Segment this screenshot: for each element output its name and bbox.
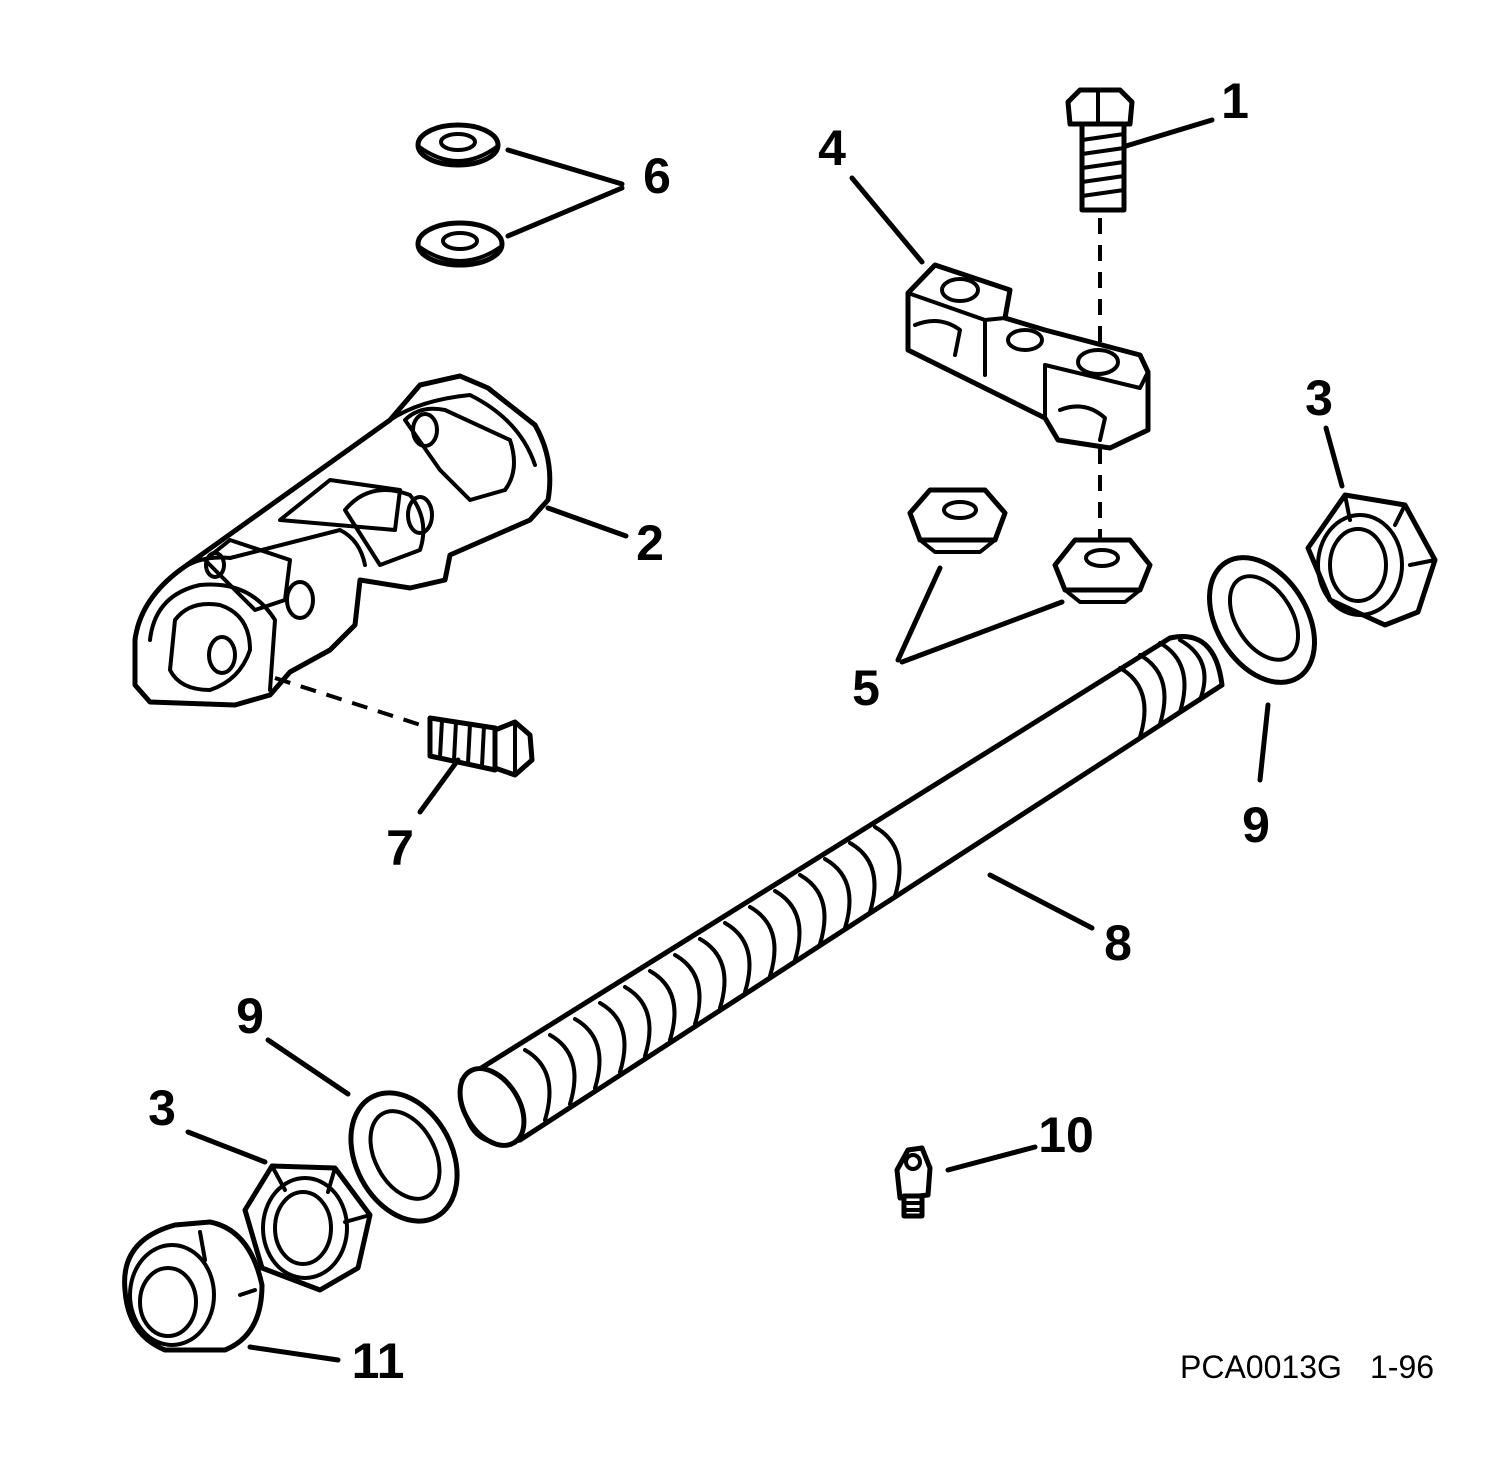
nut-3-right [1305,492,1438,628]
callout-11: 11 [352,1333,405,1389]
rod-8-thread-right [1118,638,1207,739]
washer-9-right [1207,555,1317,685]
callout-10: 10 [1038,1107,1094,1163]
figure-revision: 1-96 [1370,1349,1434,1385]
callout-1: 1 [1221,73,1249,129]
screw-7-path [274,676,431,730]
nut-3-left [242,1163,373,1293]
bracket-4 [905,262,1151,451]
callout-3-right: 3 [1305,370,1333,426]
nut-5-right [1052,537,1153,604]
cap-nut-11 [122,1219,265,1353]
bolt-1 [1065,87,1135,213]
leader-lines [185,117,1345,1363]
callout-9-left: 9 [236,988,264,1044]
washer-9-left [348,1090,460,1224]
callout-6: 6 [643,148,671,204]
rod-8-thread-left [523,825,902,1122]
washer-6-bottom [415,220,505,268]
callout-8: 8 [1104,915,1132,971]
rod-8 [457,634,1225,1148]
fitting-10 [894,1145,933,1219]
callout-5: 5 [852,660,880,716]
figure-code: PCA0013G [1180,1349,1342,1385]
casting-2 [132,373,553,708]
callout-9-right: 9 [1242,797,1270,853]
callout-3-left: 3 [148,1080,176,1136]
callout-4: 4 [818,120,846,176]
callout-2: 2 [636,515,664,571]
screw-7 [427,715,535,778]
callout-7: 7 [386,820,414,876]
washer-6-top [415,122,501,168]
nut-5-left [907,487,1008,554]
